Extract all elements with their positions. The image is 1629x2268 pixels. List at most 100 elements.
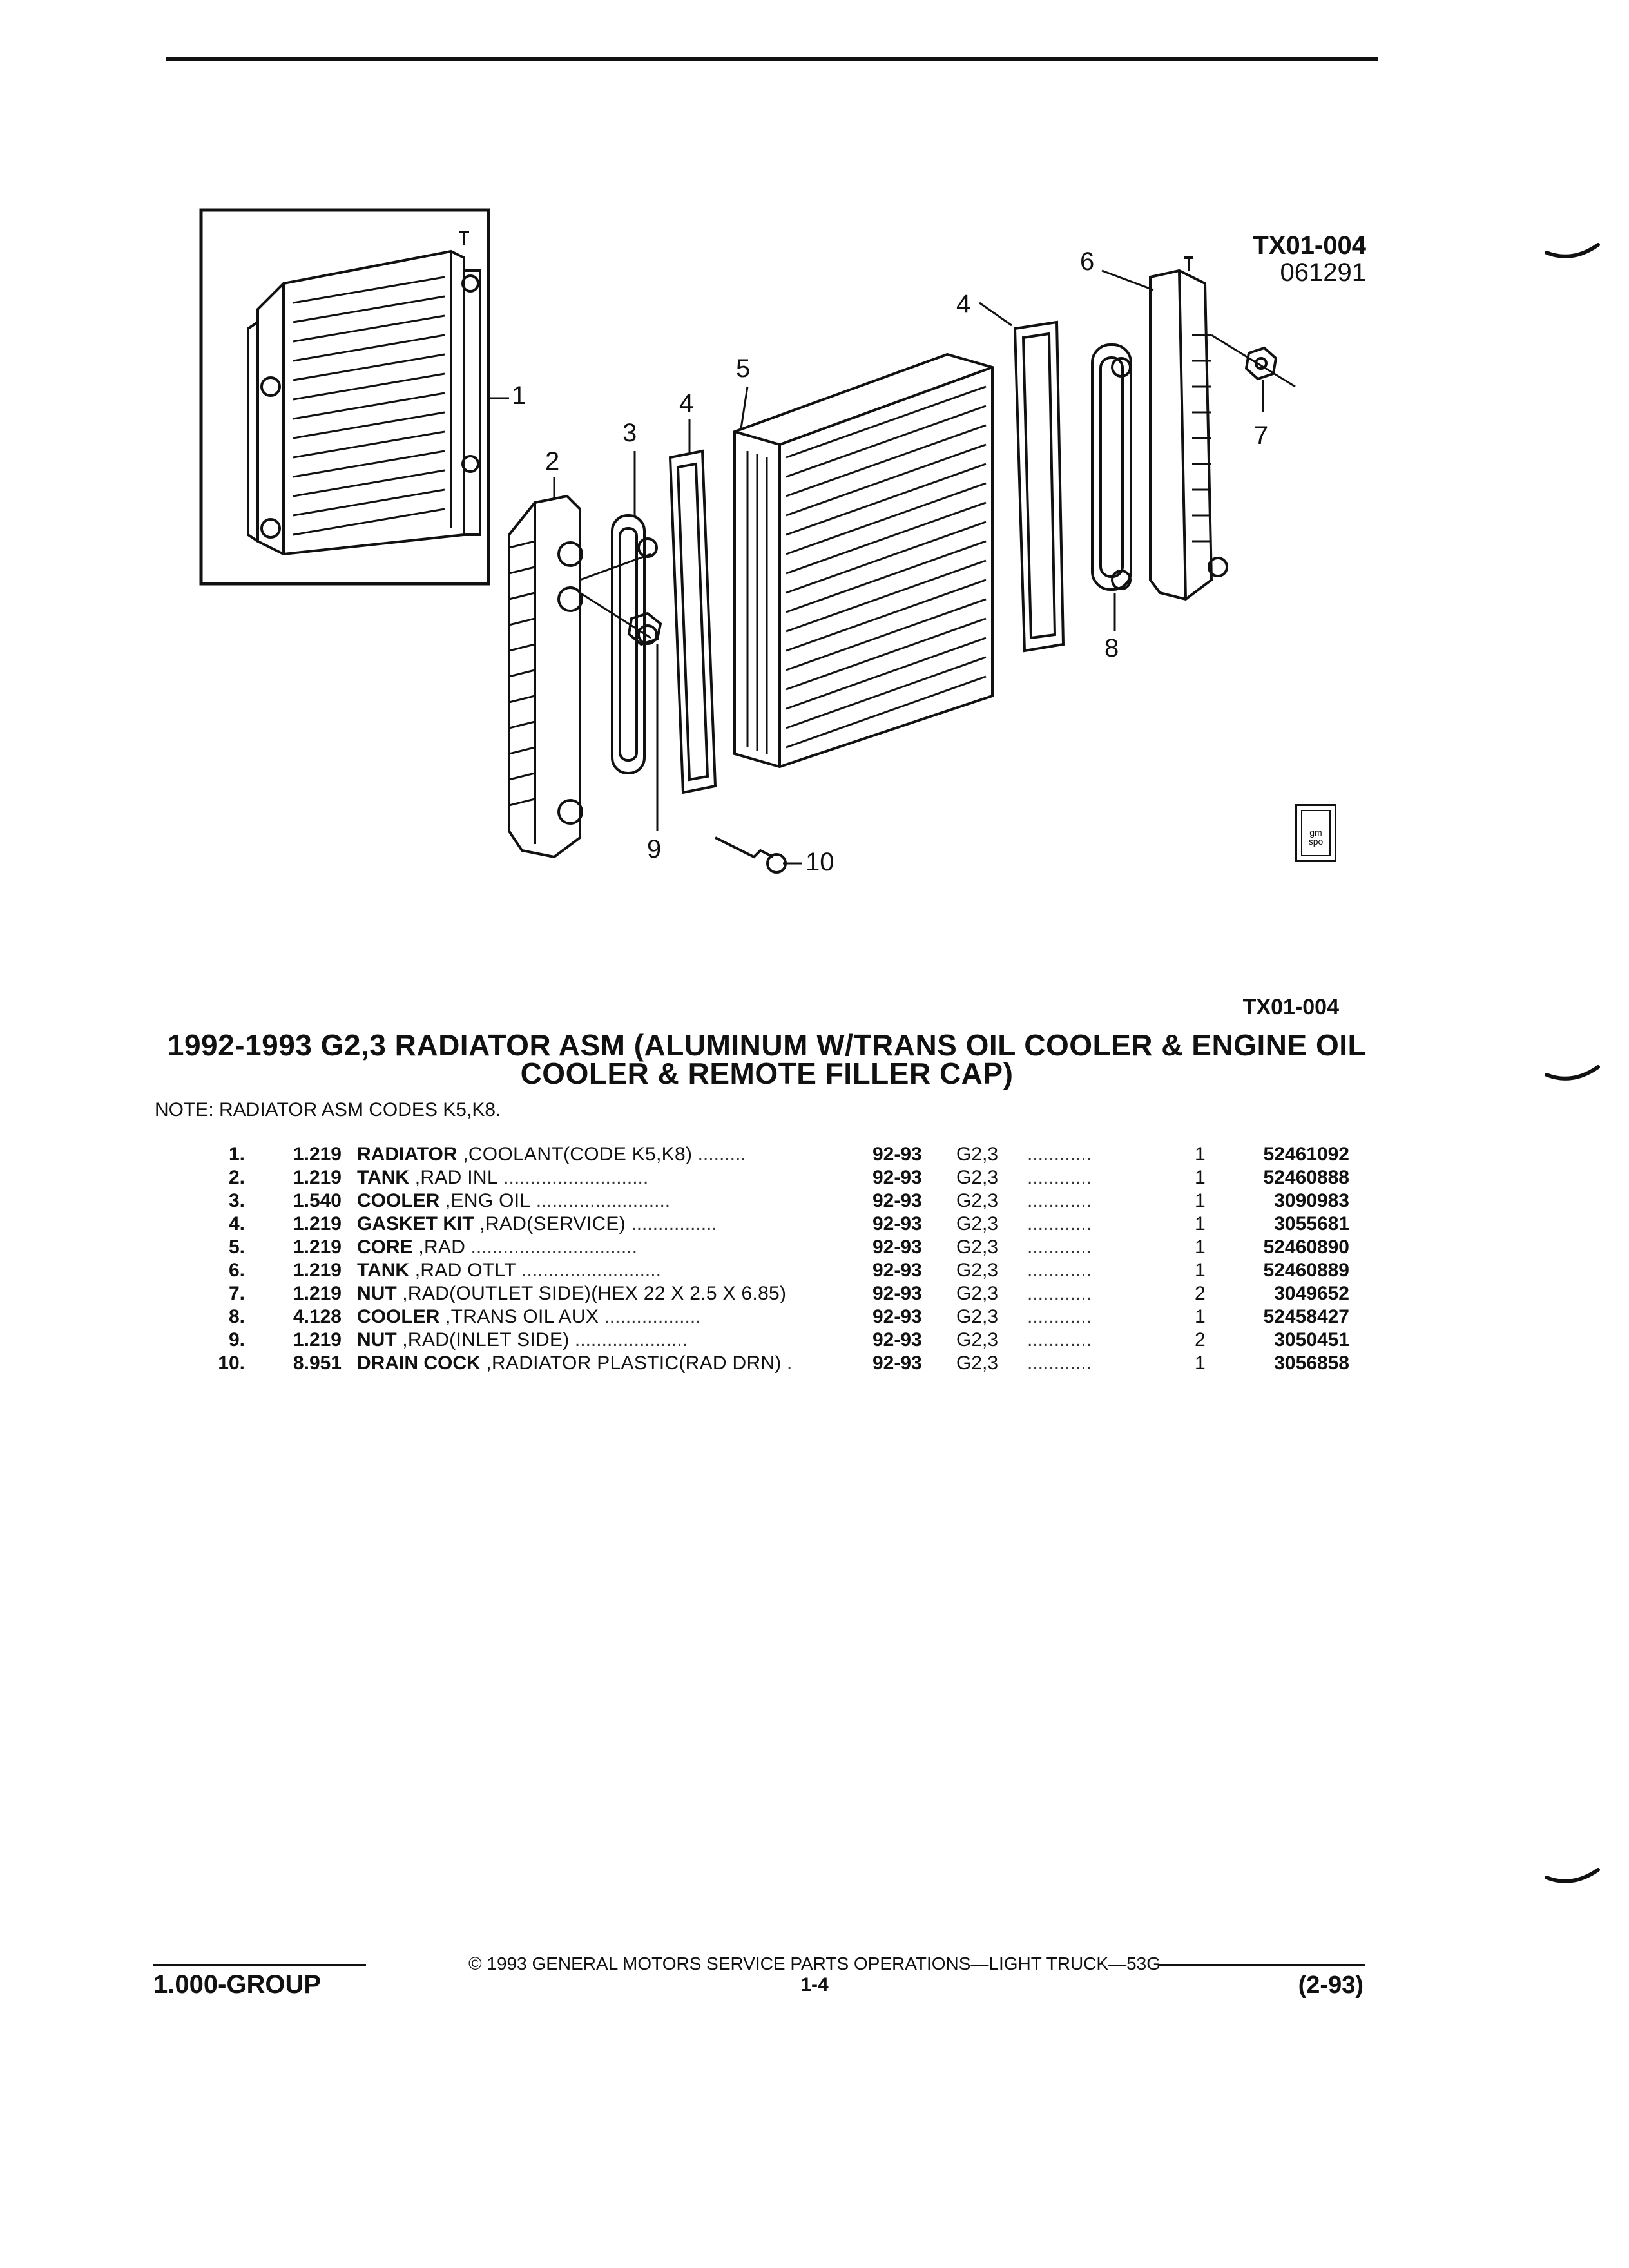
- footer-rule-right: [1159, 1964, 1365, 1966]
- part-index: 4.: [228, 1213, 245, 1235]
- part-years: 92-93: [872, 1236, 922, 1258]
- part-index: 6.: [228, 1260, 245, 1281]
- part-group-number: 1.219: [293, 1167, 342, 1188]
- figure-id: TX01-004: [1253, 231, 1366, 260]
- part-years: 92-93: [872, 1260, 922, 1281]
- part-group-number: 1.219: [293, 1236, 342, 1258]
- part-leader-dots-2: ............: [1027, 1236, 1092, 1258]
- footer-revision-date: (2-93): [1298, 1972, 1364, 1999]
- part-model: G2,3: [956, 1306, 999, 1327]
- part-description: TANK ,RAD INL ..........................…: [357, 1166, 872, 1189]
- callout-10: 10: [805, 848, 834, 876]
- part-years: 92-93: [872, 1352, 922, 1374]
- part-years: 92-93: [872, 1190, 922, 1211]
- footer-copyright: © 1993 GENERAL MOTORS SERVICE PARTS OPER…: [468, 1954, 1161, 1974]
- part-group-number: 4.128: [293, 1306, 342, 1327]
- part-name: COOLER: [357, 1190, 440, 1211]
- part-detail: ,RAD(INLET SIDE): [396, 1329, 570, 1350]
- callout-2: 2: [545, 447, 560, 476]
- part-leader-dots: .........................: [530, 1190, 671, 1211]
- part-number: 52460888: [1263, 1167, 1349, 1188]
- part-model: G2,3: [956, 1283, 999, 1304]
- part-quantity: 1: [1195, 1167, 1206, 1188]
- part-model: G2,3: [956, 1236, 999, 1258]
- part-index: 2.: [228, 1167, 245, 1188]
- part-leader-dots: .........: [692, 1144, 746, 1165]
- part-index: 10.: [218, 1352, 245, 1374]
- part-leader-dots-2: ............: [1027, 1283, 1092, 1304]
- part-model: G2,3: [956, 1329, 999, 1350]
- part-leader-dots-2: ............: [1027, 1167, 1092, 1188]
- part-name: CORE: [357, 1236, 413, 1258]
- engine-oil-cooler-drawing: [611, 514, 658, 774]
- figure-id-bottom: TX01-004: [1242, 995, 1339, 1019]
- part-quantity: 2: [1195, 1329, 1206, 1350]
- callout-5: 5: [736, 354, 751, 383]
- gasket-left-drawing: [668, 449, 717, 794]
- part-number: 52461092: [1263, 1144, 1349, 1165]
- part-description: RADIATOR ,COOLANT(CODE K5,K8) .........: [357, 1143, 872, 1166]
- part-description: DRAIN COCK ,RADIATOR PLASTIC(RAD DRN) .: [357, 1352, 872, 1375]
- outlet-nut-drawing: [1211, 334, 1296, 388]
- part-quantity: 2: [1195, 1283, 1206, 1304]
- parts-row: 2. 1.219 TANK ,RAD INL ...................…: [193, 1166, 1349, 1189]
- part-quantity: 1: [1195, 1260, 1206, 1281]
- figure-id-top: TX01-004 061291: [1199, 232, 1366, 286]
- part-leader-dots: .....................: [569, 1329, 688, 1350]
- part-model: G2,3: [956, 1190, 999, 1211]
- part-leader-dots-2: ............: [1027, 1190, 1092, 1211]
- part-description: CORE ,RAD ..............................…: [357, 1236, 872, 1259]
- outlet-tank-drawing: [1149, 256, 1228, 601]
- binder-marks: [1545, 243, 1600, 1883]
- part-name: NUT: [357, 1329, 397, 1350]
- part-detail: ,RAD INL: [409, 1167, 498, 1188]
- part-description: TANK ,RAD OTLT .........................…: [357, 1259, 872, 1282]
- radiator-core-drawing: [733, 352, 994, 769]
- callout-4-left: 4: [679, 389, 694, 418]
- part-detail: ,TRANS OIL AUX: [439, 1306, 599, 1327]
- part-name: RADIATOR: [357, 1144, 458, 1165]
- figure-date-code: 061291: [1280, 258, 1366, 287]
- part-description: NUT ,RAD(INLET SIDE) ...................…: [357, 1329, 872, 1352]
- part-name: COOLER: [357, 1306, 440, 1327]
- footer-page-number: 1-4: [800, 1974, 829, 1995]
- part-quantity: 1: [1195, 1352, 1206, 1374]
- part-leader-dots: ..........................: [516, 1260, 661, 1281]
- callout-9: 9: [647, 835, 662, 863]
- footer-group-number: 1.000-GROUP: [153, 1970, 322, 1999]
- part-name: NUT: [357, 1283, 397, 1304]
- part-index: 3.: [228, 1190, 245, 1211]
- part-model: G2,3: [956, 1260, 999, 1281]
- part-quantity: 1: [1195, 1144, 1206, 1165]
- top-rule: [166, 57, 1378, 61]
- title-line-1: 1992-1993 G2,3 RADIATOR ASM (ALUMINUM W/…: [167, 1028, 1367, 1062]
- part-years: 92-93: [872, 1167, 922, 1188]
- part-detail: ,COOLANT(CODE K5,K8): [457, 1144, 693, 1165]
- part-number: 3090983: [1274, 1190, 1349, 1211]
- part-name: DRAIN COCK: [357, 1352, 481, 1374]
- footer-rule-left: [153, 1964, 366, 1966]
- part-number: 3055681: [1274, 1213, 1349, 1235]
- part-detail: ,RAD(SERVICE): [474, 1213, 626, 1235]
- callout-3: 3: [622, 419, 637, 447]
- gm-spo-logo-text: gm spo: [1301, 810, 1331, 856]
- part-name: TANK: [357, 1167, 410, 1188]
- part-detail: ,RAD(OUTLET SIDE)(HEX 22 X 2.5 X 6.85): [396, 1283, 787, 1304]
- parts-table: 1. 1.219 RADIATOR ,COOLANT(CODE K5,K8) ...…: [193, 1143, 1349, 1375]
- part-leader-dots: ...............................: [465, 1236, 637, 1258]
- callout-7: 7: [1254, 421, 1269, 450]
- part-quantity: 1: [1195, 1190, 1206, 1211]
- part-index: 1.: [228, 1144, 245, 1165]
- part-years: 92-93: [872, 1213, 922, 1235]
- part-number: 52458427: [1263, 1306, 1349, 1327]
- part-detail: ,ENG OIL: [439, 1190, 531, 1211]
- part-model: G2,3: [956, 1167, 999, 1188]
- part-group-number: 1.219: [293, 1329, 342, 1350]
- part-years: 92-93: [872, 1329, 922, 1350]
- part-quantity: 1: [1195, 1306, 1206, 1327]
